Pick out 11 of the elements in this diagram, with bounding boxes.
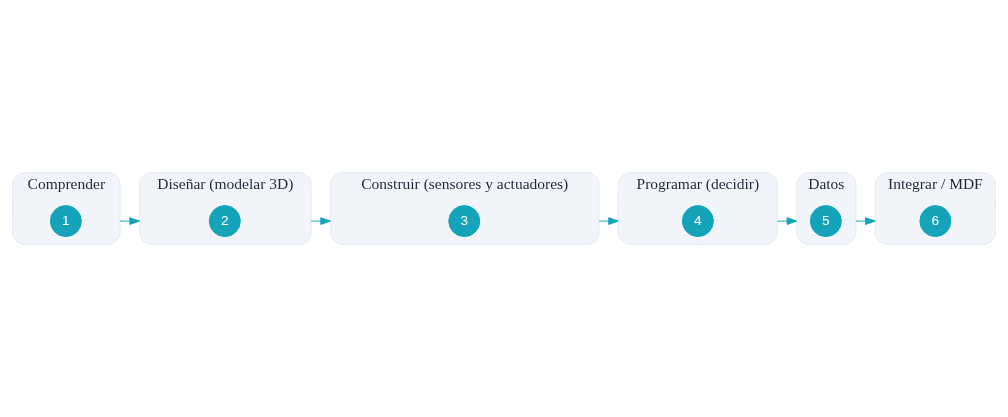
arrow xyxy=(598,217,619,225)
node-circle: 3 xyxy=(448,205,481,238)
arrow xyxy=(855,217,876,225)
node-circle: 1 xyxy=(49,205,82,238)
node-circle: 2 xyxy=(208,205,241,238)
arrow xyxy=(776,217,798,225)
node-circle: 6 xyxy=(919,205,952,238)
arrow xyxy=(119,217,140,225)
arrow xyxy=(310,217,331,225)
node-circle: 5 xyxy=(809,205,842,238)
node-circle: 4 xyxy=(681,205,714,238)
